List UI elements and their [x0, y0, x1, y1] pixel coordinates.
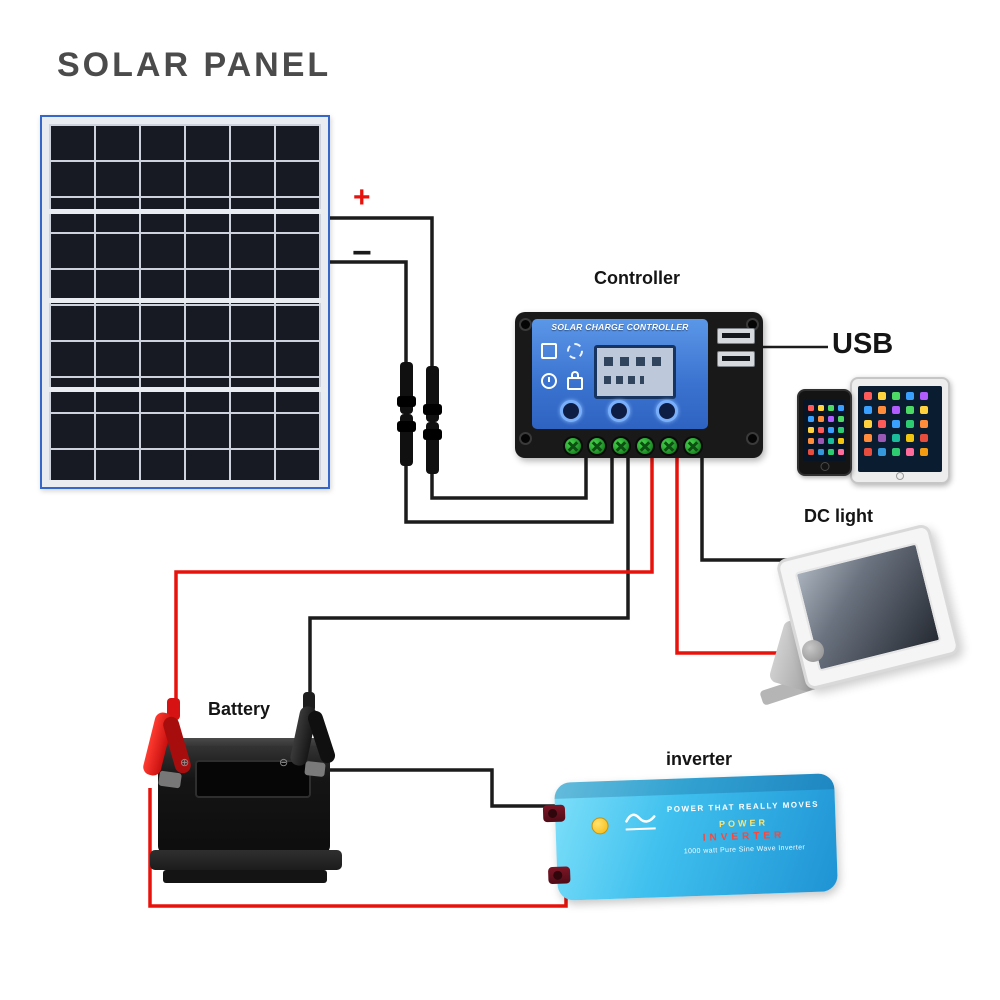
mc4-connector	[397, 414, 416, 466]
power-indicator-icon	[591, 817, 609, 835]
terminal-screw[interactable]	[565, 438, 581, 454]
wire-mc4-to-controller-2	[430, 452, 588, 500]
logo-underline	[625, 827, 656, 831]
terminal-screw[interactable]	[589, 438, 605, 454]
gear-icon	[567, 343, 583, 359]
panel-separator	[49, 298, 321, 304]
dc-flood-light	[758, 522, 961, 706]
floodlight-pivot	[802, 640, 824, 662]
screw-icon	[519, 432, 532, 445]
wire-panel-positive	[330, 216, 434, 370]
app-icons-grid	[808, 405, 814, 411]
wire-panel-negative	[330, 260, 408, 368]
screw-icon	[519, 318, 532, 331]
wire-mc4-to-controller-1	[404, 452, 614, 524]
menu-button[interactable]	[560, 400, 582, 422]
negative-polarity-mark: −	[352, 234, 372, 272]
tablet-screen	[858, 386, 942, 472]
usb-ports	[717, 328, 755, 367]
battery-label: Battery	[208, 699, 271, 719]
battery-recess-panel	[195, 760, 311, 798]
lcd-screen	[594, 345, 676, 399]
controller-label: Controller	[594, 268, 681, 288]
inverter-text-block: POWER THAT REALLY MOVES POWER INVERTER 1…	[663, 800, 825, 857]
app-icons-grid	[864, 392, 872, 400]
mc4-connector	[397, 362, 416, 414]
inverter-terminal[interactable]	[542, 804, 566, 823]
battery-unit: ⊕ ⊖	[133, 692, 353, 893]
wire-battery-to-inverter-black	[322, 768, 556, 808]
controller-header-text: SOLAR CHARGE CONTROLLER	[551, 322, 689, 332]
battery-tray	[150, 850, 342, 870]
battery-base	[163, 870, 327, 883]
lock-icon	[567, 371, 583, 390]
inverter-model: INVERTER	[702, 829, 786, 844]
home-button-icon	[820, 462, 829, 471]
mc4-connector	[423, 422, 442, 474]
screw-icon	[746, 432, 759, 445]
floodlight-face	[775, 522, 961, 692]
battery-positive-mark: ⊕	[180, 757, 190, 769]
down-button[interactable]	[656, 400, 678, 422]
phone-device	[797, 389, 852, 476]
inverter-body: POWER THAT REALLY MOVES POWER INVERTER 1…	[554, 773, 838, 901]
battery-negative-mark: ⊖	[279, 757, 289, 769]
solar-panel	[40, 115, 330, 489]
black-clamp-tip	[304, 760, 326, 778]
terminal-screw[interactable]	[661, 438, 677, 454]
mc4-connector	[423, 366, 442, 422]
usb-port-icon[interactable]	[717, 351, 755, 367]
inverter-terminal[interactable]	[547, 866, 571, 885]
terminal-block	[565, 438, 701, 454]
usb-label: USB	[832, 328, 894, 360]
charge-controller: SOLAR CHARGE CONTROLLER	[515, 312, 763, 458]
terminal-screw[interactable]	[613, 438, 629, 454]
timer-icon	[541, 373, 557, 389]
inverter-tagline: POWER THAT REALLY MOVES	[666, 799, 820, 814]
red-clamp-tip	[158, 770, 182, 789]
terminal-screw[interactable]	[685, 438, 701, 454]
terminal-screw[interactable]	[637, 438, 653, 454]
controller-faceplate: SOLAR CHARGE CONTROLLER	[532, 319, 708, 429]
solar-panel-cells	[49, 124, 321, 480]
inverter-subtitle: 1000 watt Pure Sine Wave Inverter	[683, 844, 806, 856]
page-title: SOLAR PANEL	[57, 46, 332, 84]
wire-controller-to-dclight-red	[675, 450, 800, 655]
inverter-label: inverter	[666, 749, 733, 769]
wire-controller-to-battery-red	[174, 450, 654, 728]
up-button[interactable]	[608, 400, 630, 422]
sine-wave-icon	[617, 807, 664, 831]
phone-screen	[803, 400, 846, 461]
dc-light-label: DC light	[804, 506, 873, 526]
usb-port-icon[interactable]	[717, 328, 755, 344]
home-button-icon	[896, 472, 904, 480]
display-mode-icon	[541, 343, 557, 359]
tablet-device	[850, 377, 950, 484]
panel-separator	[49, 209, 321, 215]
panel-separator	[49, 387, 321, 393]
positive-polarity-mark: +	[353, 181, 371, 214]
wire-controller-to-battery-black	[308, 450, 630, 720]
power-inverter: POWER THAT REALLY MOVES POWER INVERTER 1…	[542, 773, 838, 901]
